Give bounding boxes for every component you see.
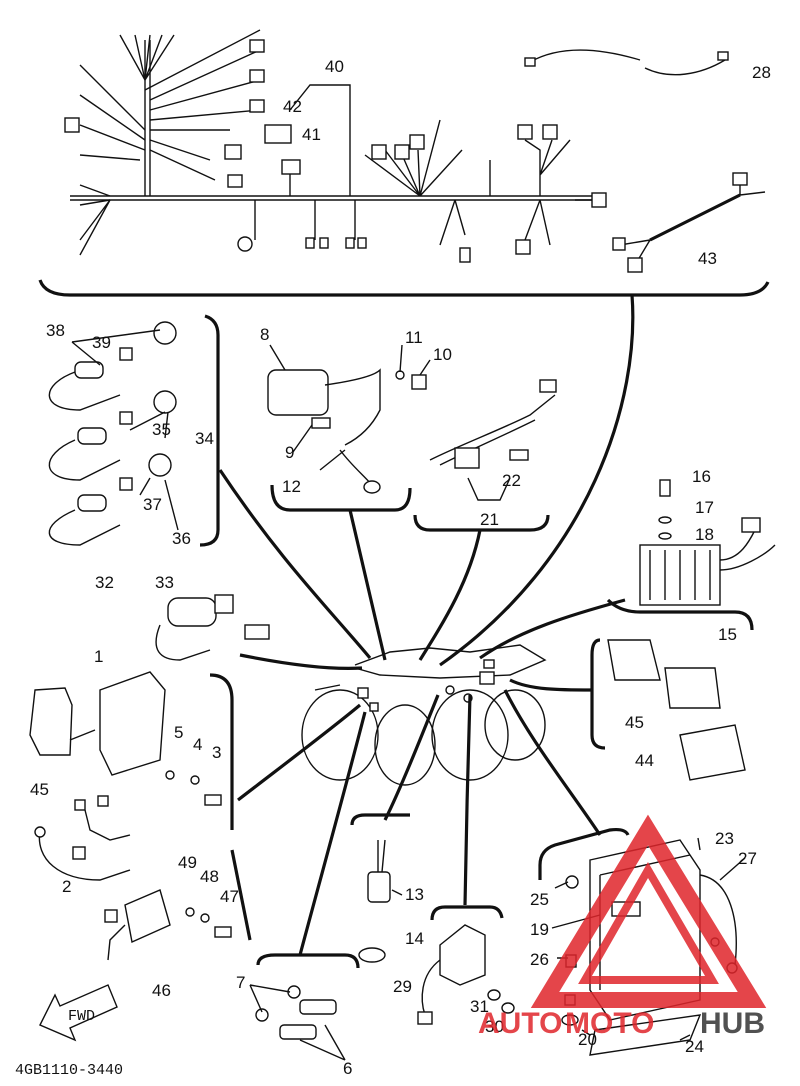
callout-41: 41 — [302, 125, 321, 144]
callout-12: 12 — [282, 477, 301, 496]
fwd-label: FWD — [68, 1008, 95, 1025]
callout-38: 38 — [46, 321, 65, 340]
part-32-33 — [155, 594, 270, 661]
callout-45-left: 45 — [30, 780, 49, 799]
callout-30: 30 — [485, 1017, 504, 1036]
callout-7: 7 — [236, 973, 245, 992]
callout-31: 31 — [470, 997, 489, 1016]
callout-46: 46 — [152, 981, 171, 1000]
callout-33: 33 — [155, 573, 174, 592]
covers-right — [607, 639, 746, 781]
callout-25: 25 — [530, 890, 549, 909]
callout-15: 15 — [718, 625, 737, 644]
callout-27: 27 — [738, 849, 757, 868]
watermark-word-2: MOTO — [565, 1007, 654, 1040]
part-29-group — [417, 924, 515, 1025]
harness-bracket — [38, 279, 770, 297]
callout-3: 3 — [212, 743, 221, 762]
watermark-inner-triangle — [578, 861, 719, 984]
sensor-group — [48, 321, 179, 546]
watermark: AUTO MOTO HUB — [478, 814, 767, 1040]
leader-lines — [218, 294, 635, 956]
part-46-bracket — [230, 849, 252, 941]
callout-6: 6 — [343, 1059, 352, 1078]
part-46-group — [104, 889, 232, 961]
part-13-bracket — [350, 813, 410, 826]
part-21-group — [429, 379, 557, 501]
callout-10: 10 — [433, 345, 452, 364]
callout-45-right: 45 — [625, 713, 644, 732]
callout-23: 23 — [715, 829, 734, 848]
callout-47: 47 — [220, 887, 239, 906]
callout-8: 8 — [260, 325, 269, 344]
battery-bracket — [538, 827, 630, 880]
callout-49: 49 — [178, 853, 197, 872]
callout-16: 16 — [692, 467, 711, 486]
regulator-group — [639, 479, 776, 606]
callout-1: 1 — [94, 647, 103, 666]
part-1-group — [29, 671, 222, 881]
callout-28: 28 — [752, 63, 771, 82]
callout-21: 21 — [480, 510, 499, 529]
callout-26: 26 — [530, 950, 549, 969]
callout-44: 44 — [635, 751, 654, 770]
callout-22: 22 — [502, 471, 521, 490]
callout-34: 34 — [195, 429, 214, 448]
callout-14: 14 — [405, 929, 424, 948]
callout-40: 40 — [325, 57, 344, 76]
callout-42: 42 — [283, 97, 302, 116]
callout-11: 11 — [405, 328, 423, 347]
callout-48: 48 — [200, 867, 219, 886]
coil-group — [267, 344, 431, 494]
wire-harness — [64, 29, 607, 263]
callout-17: 17 — [695, 498, 714, 517]
callout-36: 36 — [172, 529, 191, 548]
part-28-lead — [524, 49, 729, 76]
part-6-7 — [249, 984, 346, 1061]
fwd-arrow: FWD — [39, 984, 118, 1042]
callouts: 1 2 3 4 5 6 7 8 9 10 11 12 13 14 15 16 1… — [30, 57, 771, 1078]
center-frame — [301, 644, 547, 786]
callout-19: 19 — [530, 920, 549, 939]
part-29-bracket — [430, 905, 504, 921]
watermark-word-1: AUTO — [478, 1007, 562, 1040]
callout-20: 20 — [578, 1030, 597, 1049]
callout-9: 9 — [285, 443, 294, 462]
callout-2: 2 — [62, 877, 71, 896]
callout-13: 13 — [405, 885, 424, 904]
part-43-lead — [612, 172, 766, 273]
callout-24: 24 — [685, 1037, 704, 1056]
coil-bracket — [270, 484, 412, 512]
callout-37: 37 — [143, 495, 162, 514]
part-13-14 — [358, 839, 403, 963]
callout-4: 4 — [193, 735, 202, 754]
callout-5: 5 — [174, 723, 183, 742]
document-code: 4GB1110-3440 — [15, 1062, 123, 1079]
covers-bracket — [590, 638, 606, 750]
watermark-word-3: HUB — [700, 1007, 765, 1040]
regulator-bracket — [606, 598, 754, 631]
callout-18: 18 — [695, 525, 714, 544]
callout-29: 29 — [393, 977, 412, 996]
callout-35: 35 — [152, 420, 171, 439]
callout-39: 39 — [92, 333, 111, 352]
watermark-triangle — [530, 814, 767, 1008]
callout-32: 32 — [95, 573, 114, 592]
sensor-bracket — [199, 314, 220, 547]
callout-43: 43 — [698, 249, 717, 268]
part-1-bracket — [209, 673, 234, 830]
part-6-bracket — [256, 953, 360, 969]
